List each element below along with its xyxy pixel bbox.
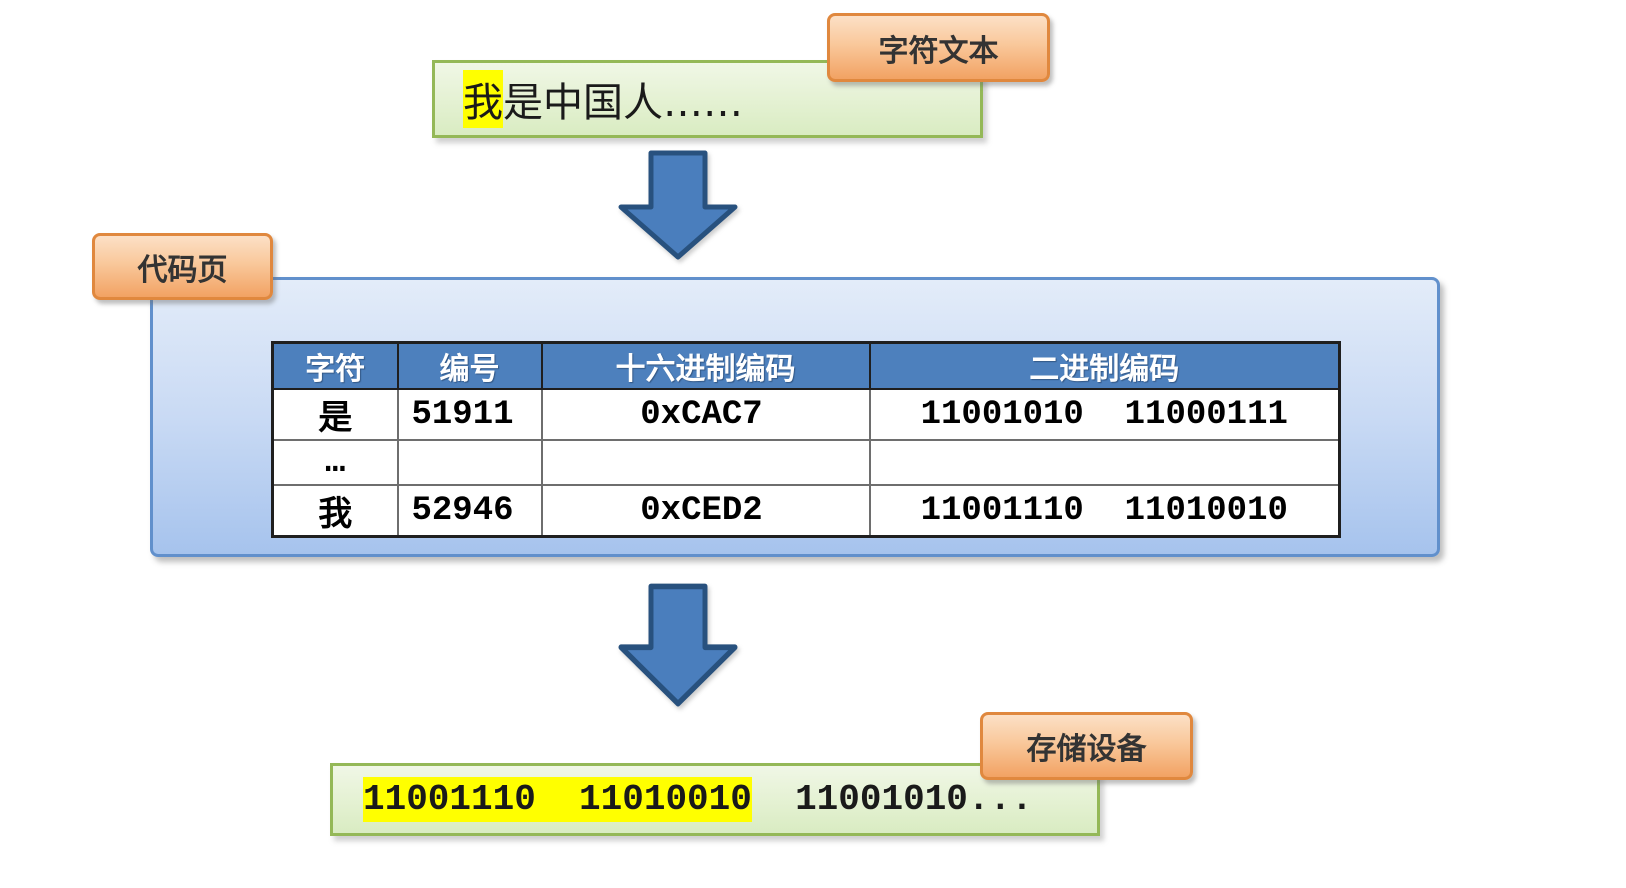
cell-binary: 11001010 11000111 xyxy=(868,388,1341,441)
code-page-label: 代码页 xyxy=(92,233,273,300)
encoding-table: 字符 编号 十六进制编码 二进制编码 是 51911 0xCAC7 110010… xyxy=(271,341,1341,538)
storage-rest-binary: 11001010... xyxy=(751,779,1033,820)
cell-number: 52946 xyxy=(396,484,543,538)
code-page-panel: 字符 编号 十六进制编码 二进制编码 是 51911 0xCAC7 110010… xyxy=(150,277,1440,557)
cell-hex xyxy=(540,439,871,486)
storage-device-label: 存储设备 xyxy=(980,712,1193,780)
char-text-label-text: 字符文本 xyxy=(878,33,999,69)
storage-device-label-text: 存储设备 xyxy=(1026,732,1147,767)
down-arrow-2-icon xyxy=(618,583,738,707)
code-page-label-text: 代码页 xyxy=(137,252,228,288)
source-text-rest: 是中国人…… xyxy=(503,80,743,126)
cell-char: 是 xyxy=(271,388,399,441)
table-header-row: 字符 编号 十六进制编码 二进制编码 xyxy=(271,341,1341,390)
cell-binary: 11001110 11010010 xyxy=(868,484,1341,538)
down-arrow-1-icon xyxy=(618,150,738,260)
table-row: 我 52946 0xCED2 11001110 11010010 xyxy=(271,484,1341,538)
table-row: … xyxy=(271,439,1341,486)
cell-hex: 0xCED2 xyxy=(540,484,871,538)
cell-number: 51911 xyxy=(396,388,543,441)
column-header-number: 编号 xyxy=(396,341,543,390)
cell-char: 我 xyxy=(271,484,399,538)
storage-text-box: 11001110 11010010 11001010... xyxy=(330,763,1100,836)
cell-number xyxy=(396,439,543,486)
cell-binary xyxy=(868,439,1341,486)
storage-highlighted-binary: 11001110 11010010 xyxy=(363,777,752,822)
table-row: 是 51911 0xCAC7 11001010 11000111 xyxy=(271,388,1341,441)
cell-char: … xyxy=(271,439,399,486)
column-header-binary: 二进制编码 xyxy=(868,341,1341,390)
column-header-hex: 十六进制编码 xyxy=(540,341,871,390)
highlighted-char: 我 xyxy=(463,70,503,128)
char-text-label: 字符文本 xyxy=(827,13,1050,82)
cell-hex: 0xCAC7 xyxy=(540,388,871,441)
column-header-char: 字符 xyxy=(271,341,399,390)
